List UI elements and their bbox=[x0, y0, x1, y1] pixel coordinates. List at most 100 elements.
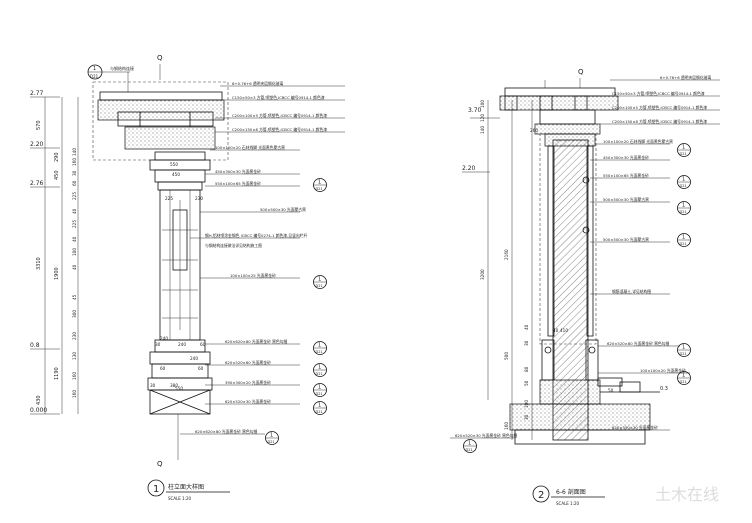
callout-ref: D21 bbox=[466, 448, 473, 452]
note-text: C200×150×8 方管,喷塑色,ICBCC 编号0914-1 颜色漆 bbox=[232, 127, 327, 132]
note-text: C200×100×5 方管,喷塑色,ICBCC 编号0914-1 颜色漆 bbox=[612, 105, 707, 110]
callout-number: 1 bbox=[318, 180, 321, 186]
callout-ref: D21 bbox=[680, 210, 687, 214]
dim-text: 290 bbox=[54, 152, 60, 162]
dim-text: 230 bbox=[72, 332, 77, 340]
note-text: 100×100×20 石材线脚 光面黑色蒙古黑 bbox=[215, 145, 285, 150]
callout-number: 1 bbox=[270, 433, 273, 439]
note-text: 500×500×30 光面蒙古黑 bbox=[603, 197, 649, 202]
dim-text: 120 bbox=[480, 114, 485, 122]
dim-text: 60 bbox=[198, 366, 204, 371]
dim-text: 140 bbox=[72, 148, 77, 156]
left-elev-label: 2.20 bbox=[30, 141, 44, 148]
dim-text: 100 bbox=[480, 100, 485, 108]
left-elevation-drawing: Q Q bbox=[30, 54, 345, 501]
callout-ref: D21 bbox=[316, 392, 323, 396]
callout-ref: D21 bbox=[680, 152, 687, 156]
dim-text: 260 bbox=[530, 128, 538, 133]
dim-text: 160 bbox=[72, 158, 77, 166]
dim-text: 30 bbox=[155, 342, 161, 347]
callout-ref: D21 bbox=[316, 410, 323, 414]
callout-ref: D21 bbox=[680, 242, 687, 246]
note-text: 与钢结构连接做法详见结构施工图 bbox=[205, 243, 262, 248]
left-elev-label: 2.76 bbox=[30, 180, 44, 187]
dim-text: 50 bbox=[608, 388, 614, 393]
right-elev-label: 2.20 bbox=[462, 165, 476, 172]
callout-ref: D21 bbox=[316, 350, 323, 354]
right-scale: SCALE 1:20 bbox=[556, 501, 580, 506]
dim-text: 30 bbox=[524, 340, 529, 346]
dim-text: 40 bbox=[524, 324, 529, 330]
note-text: 钢筋混凝土,详见结构图 bbox=[612, 289, 651, 294]
dim-text: 240 bbox=[178, 342, 186, 347]
dim-text: 1190 bbox=[54, 367, 60, 380]
note-text: C200×150×8 方管,喷塑色,ICBCC 编号0914-1 颜色漆 bbox=[612, 119, 707, 124]
dim-text: 100 bbox=[72, 248, 77, 256]
callout-ref: D21 bbox=[680, 380, 687, 384]
dim-text: 2160 bbox=[504, 249, 509, 260]
left-axis-label-top: Q bbox=[157, 54, 163, 62]
note-text: 620×350×30 光面黑金砂 bbox=[612, 425, 658, 430]
dim-text: 225 bbox=[165, 196, 173, 201]
dim-text: 50 bbox=[524, 380, 529, 386]
dim-text: 225 bbox=[72, 192, 77, 200]
callout-number: 1 bbox=[682, 177, 685, 183]
right-ground-label: 0.3 bbox=[660, 386, 668, 392]
left-title-number-circle bbox=[147, 479, 165, 497]
dim-text: 1900 bbox=[54, 267, 60, 280]
dim-text: 550 bbox=[175, 386, 183, 391]
note-text: 550×100×65 光面黑金砂 bbox=[215, 181, 261, 186]
dim-text: 550 bbox=[170, 162, 178, 167]
note-text: 6+0.76+6 透明夹层钢化玻璃 bbox=[660, 75, 711, 80]
right-title: 6-6 剖面图 bbox=[556, 488, 586, 496]
note-text: 6+0.76+6 透明夹层钢化玻璃 bbox=[232, 81, 283, 86]
dim-text: 240 bbox=[160, 336, 168, 341]
watermark: 土木在线 bbox=[655, 485, 719, 504]
left-title-number: 1 bbox=[153, 484, 159, 495]
dim-text: 40 bbox=[72, 236, 77, 242]
note-text: 620×520×30 光面黑金砂 bbox=[225, 399, 271, 404]
right-title-number-circle bbox=[532, 485, 550, 503]
dim-text: 160 bbox=[72, 372, 77, 380]
note-text: C150×50×3 方管,喷塑色,ICBCC 编号0914-1 颜色漆 bbox=[612, 91, 705, 96]
callout-number: 1 bbox=[682, 203, 685, 209]
callout-number: 1 bbox=[318, 277, 321, 283]
left-elev-label: 0.000 bbox=[30, 407, 47, 414]
left-top-callout-num: 1 bbox=[93, 66, 96, 72]
dim-text: 60 bbox=[72, 180, 77, 186]
left-leaders bbox=[180, 85, 345, 435]
right-axis-label: Q bbox=[578, 68, 584, 76]
dim-text: 300 bbox=[72, 310, 77, 318]
dim-text: 100 bbox=[524, 400, 529, 408]
note-text: 500×500×30 光面蒙古黑 bbox=[260, 207, 306, 212]
dim-text: 80 bbox=[524, 366, 529, 372]
dim-text: 410 bbox=[560, 328, 568, 333]
left-title: 柱立面大样图 bbox=[168, 483, 204, 491]
dim-text: 380 bbox=[170, 383, 178, 388]
note-text: 620×520×80 光面黑金砂 黑色勾缝 bbox=[607, 341, 669, 346]
dim-text: 160 bbox=[72, 390, 77, 398]
left-axis-label-bottom: Q bbox=[157, 460, 163, 468]
callout-number: 1 bbox=[318, 365, 321, 371]
right-notes: 6+0.76+6 透明夹层钢化玻璃 C150×50×3 方管,喷塑色,ICBCC … bbox=[455, 75, 711, 438]
right-elev-label: 3.70 bbox=[468, 107, 482, 114]
note-text: 100×100×20 石材线脚 光面黑色蒙古黑 bbox=[603, 139, 673, 144]
dim-text: 30 bbox=[72, 170, 77, 176]
note-text: 390×300×20 光面黑金砂 bbox=[225, 380, 271, 385]
left-elev-label: 0.8 bbox=[30, 342, 40, 349]
callout-number: 1 bbox=[682, 235, 685, 241]
